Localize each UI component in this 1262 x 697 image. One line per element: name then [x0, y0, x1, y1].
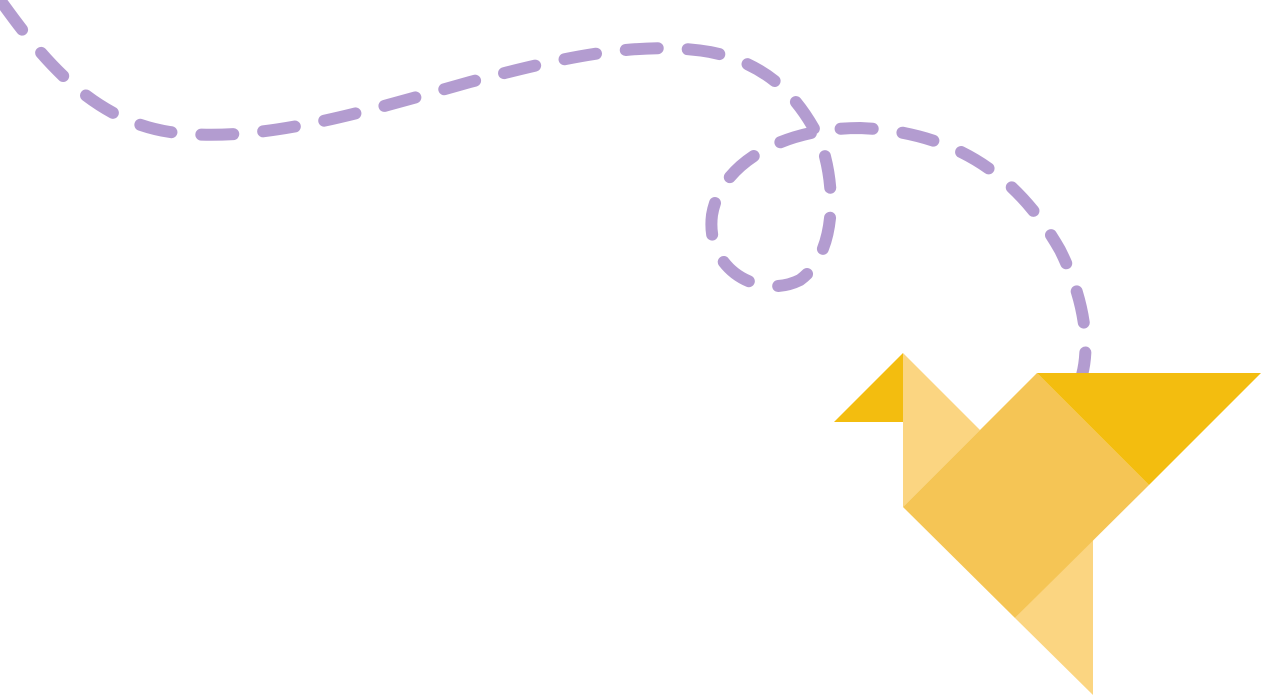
bird-wing — [1037, 373, 1261, 485]
origami-bird — [834, 353, 1261, 695]
bird-neck — [903, 353, 980, 507]
dashed-flight-path — [0, 0, 1092, 381]
bird-body — [903, 373, 1149, 618]
bird-tail — [1015, 540, 1093, 695]
bird-beak — [834, 353, 903, 422]
